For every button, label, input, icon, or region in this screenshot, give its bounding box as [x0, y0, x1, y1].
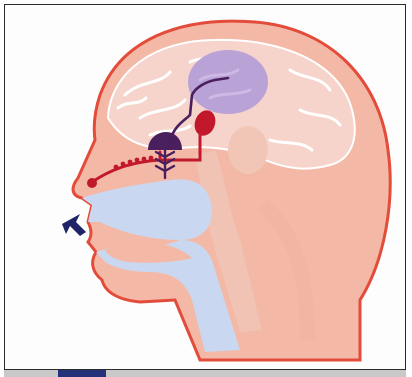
airflow-arrow [62, 214, 86, 236]
nostril-receptor-dot [87, 178, 97, 188]
cerebellum [228, 126, 268, 174]
limbic-region [188, 50, 268, 114]
